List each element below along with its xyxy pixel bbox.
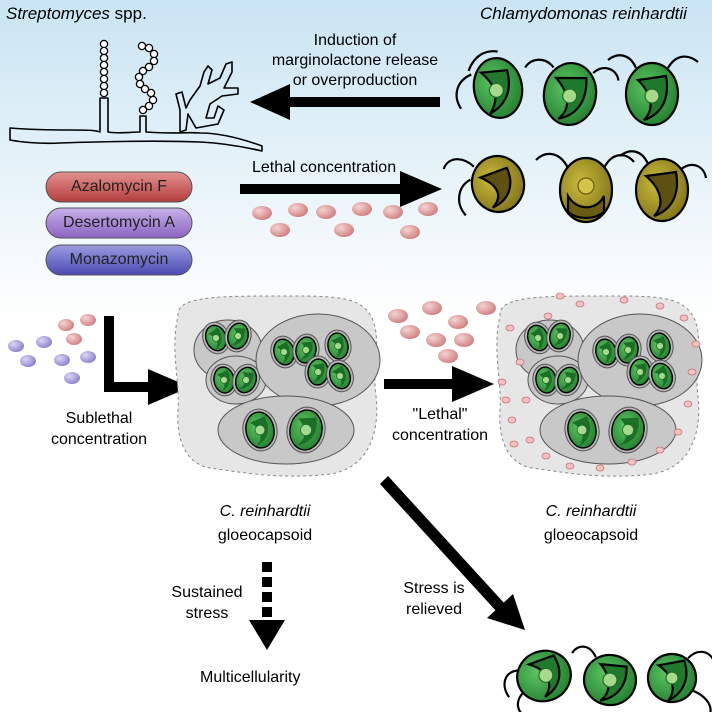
colony-cell: [554, 363, 582, 397]
surface-molecule: [543, 312, 553, 320]
healthy-cells-top: [455, 50, 699, 127]
sustained-line-2: stress: [185, 605, 229, 622]
sustained-stress-label: Sustained stress: [162, 582, 252, 624]
sublethal-label: Sublethal concentration: [14, 408, 184, 450]
colony-cell: [326, 359, 354, 393]
compound-monazomycin: Monazomycin: [69, 251, 169, 268]
surface-molecule: [673, 428, 683, 436]
surface-molecule: [541, 452, 551, 460]
colony-cell: [646, 329, 674, 363]
gloeocapsoid-right-label: C. reinhardtii gloeocapsoid: [506, 500, 676, 548]
surface-molecule: [575, 300, 585, 308]
sustained-line-1: Sustained: [171, 584, 243, 601]
induction-line-3: or overproduction: [292, 72, 418, 89]
arrow-left-induction: [250, 84, 440, 120]
colony-cell: [210, 363, 238, 397]
colony-cell: [592, 335, 620, 369]
surface-molecule: [691, 340, 701, 348]
molecules-lethal-middle: [388, 301, 496, 363]
colony-cell: [324, 329, 352, 363]
pill-monazomycin-bg: [45, 244, 193, 276]
surface-molecule: [655, 446, 665, 454]
surface-molecule: [619, 296, 629, 304]
colony-cell: [608, 406, 648, 454]
surface-molecule: [687, 368, 697, 376]
compound-desertomycin: Desertomycin A: [62, 214, 176, 231]
lethal-concentration-label: Lethal concentration: [252, 159, 397, 176]
pill-azalomycin-bg: [45, 171, 193, 203]
colony-cell: [286, 406, 326, 454]
surface-molecule: [595, 464, 605, 472]
molecules-lethal-cluster: [252, 202, 438, 239]
colony-cell: [232, 363, 260, 397]
stress-relieved-label: Stress is relieved: [384, 578, 484, 620]
colony-cell: [304, 355, 332, 389]
molecules-sublethal-cluster: [8, 314, 96, 384]
arrow-right-lethal: [240, 171, 442, 207]
surface-molecule: [509, 440, 519, 448]
streptomyces-genus: Streptomyces: [6, 4, 110, 23]
colony-cell: [648, 359, 676, 393]
spore-chain-left-icon: [99, 39, 109, 98]
gloeocapsoid-right-species: C. reinhardtii: [545, 503, 637, 520]
colony-cell: [224, 319, 252, 353]
pill-desertomycin-bg: [45, 207, 193, 239]
surface-molecule: [565, 462, 575, 470]
induction-label: Induction of marginolactone release or o…: [260, 31, 450, 91]
multicellularity-label: Multicellularity: [200, 669, 301, 686]
relieved-line-2: relieved: [405, 601, 463, 618]
sublethal-line-2: concentration: [50, 431, 148, 448]
surface-molecule: [515, 358, 525, 366]
gloeocapsoid-right-word: gloeocapsoid: [543, 527, 639, 544]
streptomyces-mycelium-icon: [9, 61, 263, 152]
dying-cells: [442, 150, 708, 224]
healthy-cells-bottom: [503, 645, 712, 712]
gloeocapsoid-left-species: C. reinhardtii: [219, 503, 311, 520]
surface-molecule: [627, 458, 637, 466]
induction-line-2: marginolactone release: [271, 52, 439, 69]
arrow-stress-relieved: [380, 476, 525, 630]
gloeocapsoid-left-word: gloeocapsoid: [217, 527, 313, 544]
streptomyces-suffix: spp.: [109, 4, 147, 23]
lethal-quoted-label: "Lethal" concentration: [372, 404, 508, 446]
lethal-quoted-line-1: "Lethal": [412, 406, 468, 423]
chlamydomonas-title: Chlamydomonas reinhardtii: [480, 4, 687, 23]
surface-molecule: [555, 292, 565, 300]
surface-molecule: [679, 314, 689, 322]
colony-cell: [270, 335, 298, 369]
arrow-sublethal-l: [104, 316, 190, 405]
compound-azalomycin: Azalomycin F: [70, 178, 168, 195]
colony-cell: [564, 408, 600, 452]
colony-cell: [202, 321, 230, 355]
spore-chain-spiral-icon: [134, 41, 159, 115]
gloeocapsoid-left-label: C. reinhardtii gloeocapsoid: [180, 500, 350, 548]
lethal-quoted-line-2: concentration: [391, 427, 489, 444]
induction-line-1: Induction of: [313, 32, 397, 49]
surface-molecule: [521, 396, 531, 404]
surface-molecule: [497, 378, 507, 386]
colony-cell: [524, 321, 552, 355]
surface-molecule: [683, 400, 693, 408]
relieved-line-1: Stress is: [403, 580, 465, 597]
colony-cell: [546, 319, 574, 353]
colony-cell: [242, 408, 278, 452]
surface-molecules: [497, 292, 701, 472]
surface-molecule: [505, 324, 515, 332]
colony-right: [515, 313, 703, 465]
arrow-lethal-quoted: [384, 366, 494, 402]
surface-molecule: [501, 396, 511, 404]
sublethal-line-1: Sublethal: [65, 410, 133, 427]
surface-molecule: [655, 302, 665, 310]
arrow-sustained-dashed: [249, 562, 285, 650]
surface-molecule: [525, 436, 535, 444]
surface-molecule: [507, 416, 517, 424]
colony-left: [193, 313, 381, 465]
streptomyces-title: Streptomyces spp.: [6, 4, 147, 23]
